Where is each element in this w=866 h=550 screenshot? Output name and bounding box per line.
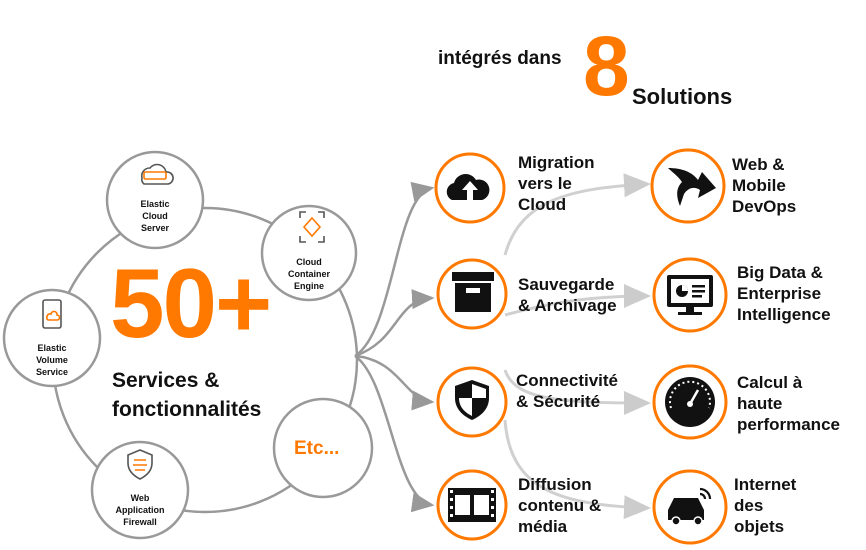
service-circle-ecs (105, 150, 205, 250)
solution-label-bigdata: Big Data & Enterprise Intelligence (737, 263, 831, 324)
service-circle-waf (90, 440, 190, 540)
solution-label-hpc: Calcul à haute performance (737, 373, 840, 434)
service-label-etc: Etc... (294, 438, 340, 459)
solution-circle-backup (436, 258, 508, 330)
cloud-upload-icon (446, 174, 490, 200)
solution-label-security: Connectivité & Sécurité (516, 371, 619, 411)
solution-label-devops: Web & Mobile DevOps (732, 155, 797, 216)
solution-circle-security (436, 366, 508, 438)
right-connectors (503, 173, 651, 520)
solution-label-migration: Migration vers le Cloud (518, 153, 595, 214)
service-label-ecs: Elastic Cloud Server (140, 199, 170, 233)
header-number: 8 (583, 19, 630, 113)
film-strip-icon (448, 488, 496, 522)
firewall-shield-icon (127, 449, 153, 480)
hub-subtitle: Services & fonctionnalités (112, 369, 262, 421)
security-shield-icon (455, 380, 489, 420)
service-circle-etc (272, 397, 374, 499)
solution-label-media: Diffusion contenu & média (518, 475, 602, 536)
solution-circle-hpc (652, 364, 728, 440)
solution-circle-devops (650, 148, 726, 224)
service-label-cce: Cloud Container Engine (287, 257, 330, 291)
solution-label-backup: Sauvegarde & Archivage (518, 275, 617, 315)
gauge-icon (665, 377, 715, 427)
connected-car-icon (668, 487, 712, 526)
server-cloud-icon (140, 163, 174, 185)
header-prefix: intégrés dans (438, 48, 562, 69)
monitor-chart-icon (667, 275, 713, 315)
service-circle-cce (260, 204, 358, 302)
container-icon (299, 211, 325, 243)
solution-circle-iot (652, 469, 728, 545)
solution-circle-bigdata (652, 257, 728, 333)
tablet-cloud-icon (42, 299, 62, 329)
archive-box-icon (452, 272, 494, 312)
solution-label-iot: Internet des objets (734, 475, 797, 536)
hub-connectors (354, 181, 435, 513)
header-suffix: Solutions (632, 84, 733, 109)
solution-circle-migration (434, 152, 506, 224)
solution-circle-media (436, 469, 508, 541)
hub-big-number: 50+ (110, 248, 272, 358)
service-label-waf: Web Application Firewall (115, 493, 165, 527)
service-label-evs: Elastic Volume Service (35, 343, 69, 377)
service-circle-evs (2, 288, 102, 388)
arrow-forward-icon (668, 168, 716, 206)
